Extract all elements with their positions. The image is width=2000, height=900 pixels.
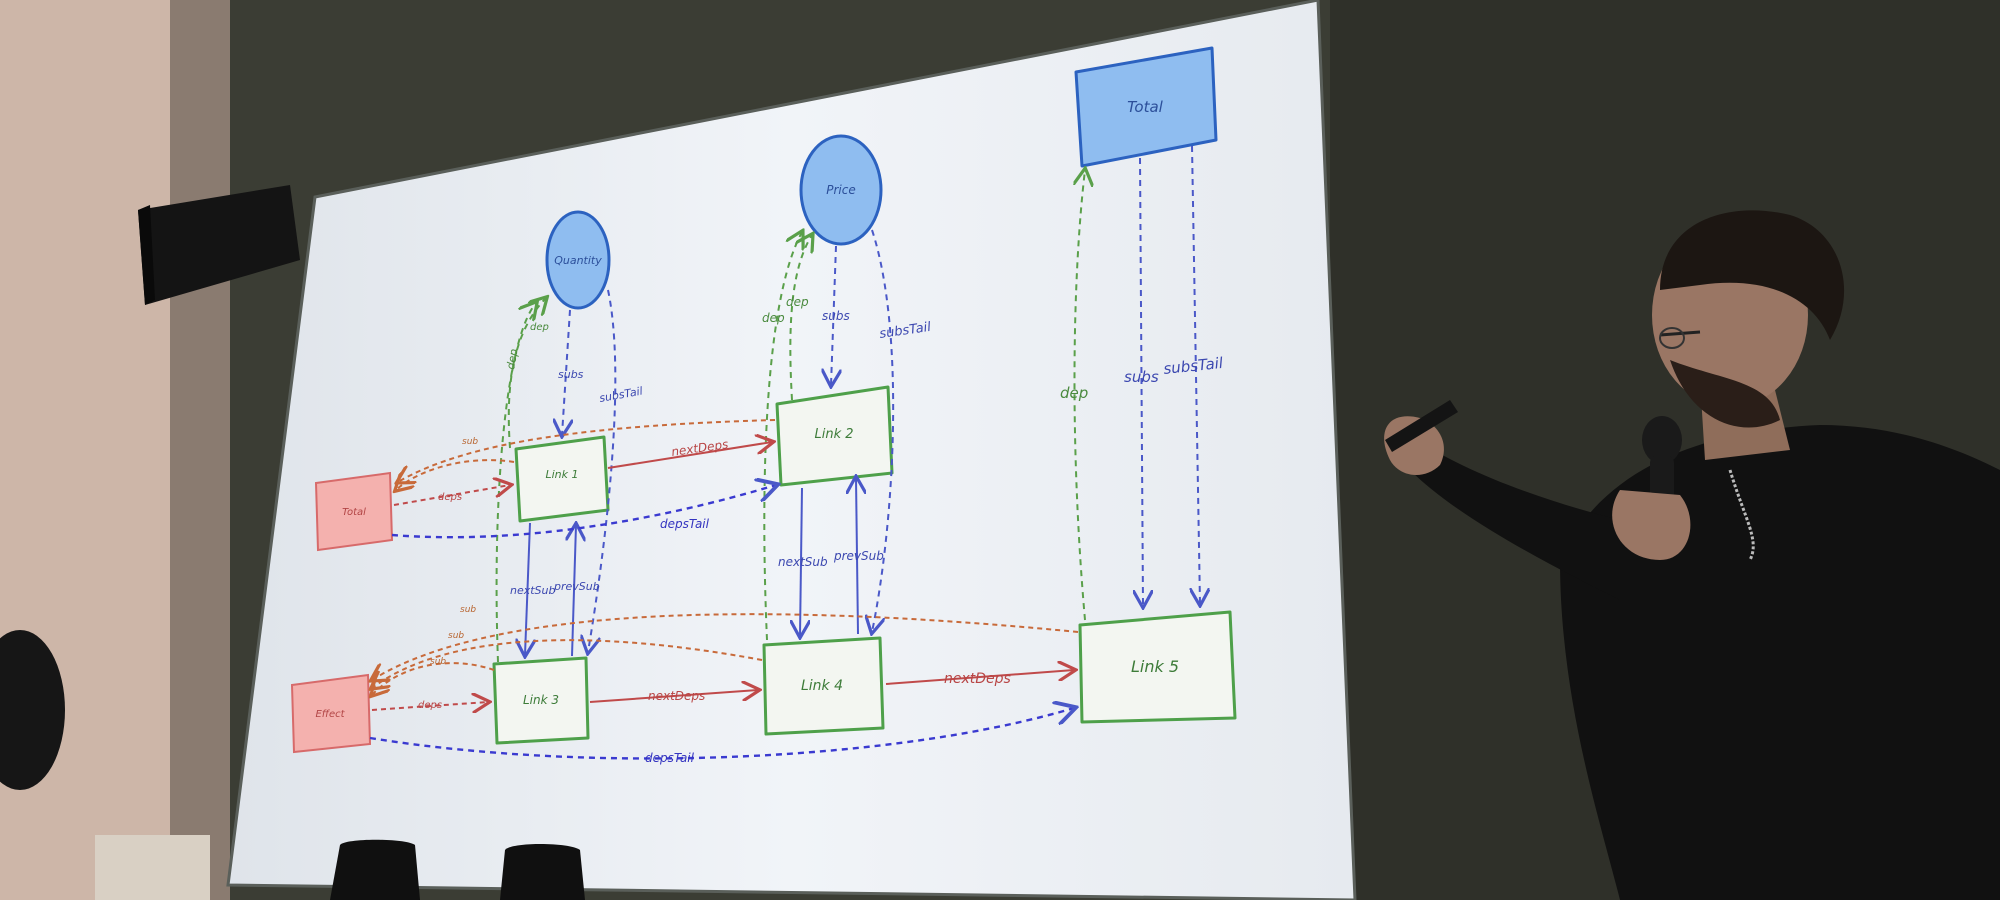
edge-sub-link3-effect [372,662,495,695]
effect-effect [290,673,372,754]
remote-clicker [1385,400,1458,452]
edge-deps-effect [371,702,488,710]
edge-subs-quantity [562,309,570,435]
link-5-label: Link 5 [1131,657,1179,676]
label-deps-total: deps [438,492,462,503]
label-nextsub-13: nextSub [510,584,556,597]
signal-total [1074,46,1218,168]
chairs [330,839,585,900]
edge-subs-price [831,245,836,385]
label-sub-4: sub [430,657,446,667]
link-2-label: Link 2 [814,427,853,442]
label-depstail-total: depsTail [660,517,710,531]
signal-quantity [545,210,611,310]
signal-price-label: Price [826,183,855,197]
label-subs-t: subs [1124,368,1159,386]
link-4 [762,636,885,736]
label-deps-effect: deps [418,700,442,711]
link-3 [492,656,590,745]
edge-sub-link4-effect [372,639,763,688]
link-5 [1078,610,1237,724]
label-subs-p: subs [822,309,850,323]
edge-dep-link2-price [789,235,812,401]
dark-object [0,630,65,790]
label-dep-q2: dep [530,322,549,333]
edge-nextsub-2-4 [800,487,802,636]
label-subs-q: subs [558,368,584,381]
edge-sub-link5-effect [372,613,1079,680]
label-dep-p1: dep [762,311,785,325]
link-1-label: Link 1 [545,468,578,481]
label-prevsub-13: prevSub [553,580,600,593]
link-4-label: Link 4 [801,678,843,694]
edge-deps-total [393,485,510,506]
edge-nextdeps-1-2 [607,442,772,469]
edge-depstail-effect [369,708,1074,760]
edge-subs-total [1140,157,1143,606]
label-dep-q1: dep [504,348,520,371]
edge-sub-link1-total [396,459,515,490]
edge-substail-quantity [588,289,617,652]
label-sub-3: sub [448,631,464,641]
label-dep-t: dep [1060,384,1088,402]
effect-total-label: Total [342,507,366,518]
edge-prevsub-3-1 [572,525,576,657]
edge-nextsub-1-3 [525,522,530,655]
label-sub-2: sub [460,605,476,615]
label-nextdeps-45: nextDeps [944,671,1011,687]
effect-effect-label: Effect [315,709,345,720]
label-nextdeps-34: nextDeps [648,689,705,703]
label-sub-1: sub [462,437,478,447]
edge-prevsub-4-2 [856,478,858,635]
edge-dep-link4-price [763,232,802,641]
edge-nextdeps-3-4 [589,690,758,703]
box [95,835,210,900]
label-depstail-effect: depsTail [645,751,695,765]
link-3-label: Link 3 [523,693,559,707]
edge-nextdeps-4-5 [885,670,1074,685]
edge-substail-price [872,229,895,632]
wall-loudspeaker [138,185,300,305]
effect-total [314,471,394,552]
label-substail-p: subsTail [878,320,932,342]
signal-total-label: Total [1127,98,1164,116]
signal-quantity-label: Quantity [554,254,602,267]
wall-shadow [170,0,230,900]
edge-sub-link2-total [398,419,776,482]
microphone [1612,416,1691,560]
label-prevsub-24: prevSub [833,549,884,563]
edge-dep-link5-total [1074,170,1085,621]
signal-price [799,134,883,246]
label-dep-p2: dep [786,295,809,309]
label-nextsub-24: nextSub [778,555,828,569]
